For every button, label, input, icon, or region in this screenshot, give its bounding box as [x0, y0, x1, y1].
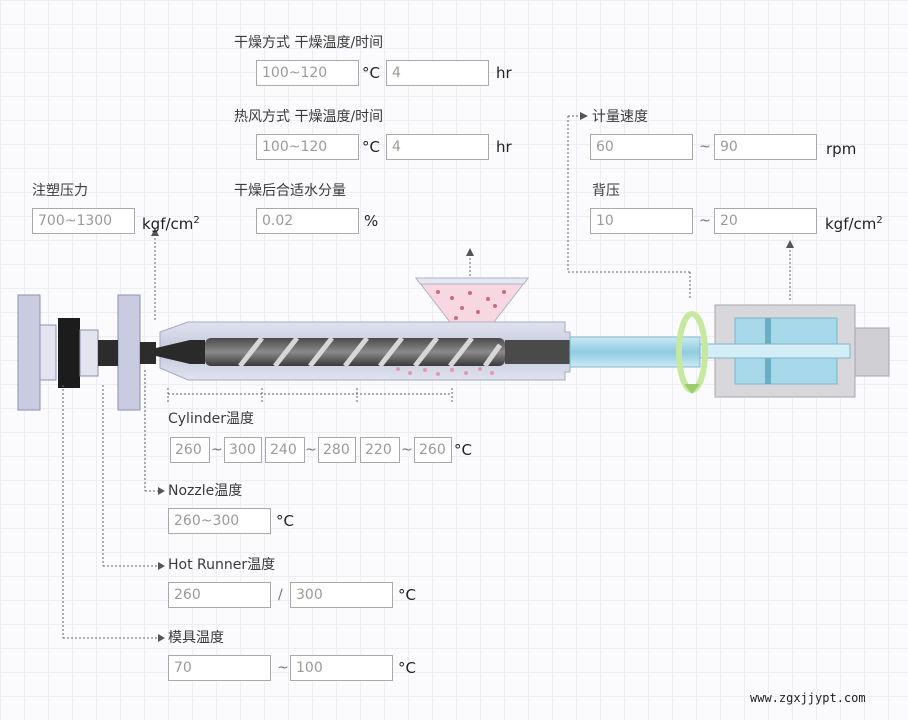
injection-pressure-label: 注塑压力 [32, 183, 88, 199]
cylinder-zone3-max: 260 [414, 437, 452, 463]
drying-temp-unit: °C [362, 64, 380, 82]
back-pressure-label: 背压 [592, 183, 620, 199]
cylinder-zone1-separator: ~ [211, 442, 223, 458]
nozzle-field: 260~300 [168, 508, 271, 534]
hot-runner-label: Hot Runner温度 [168, 557, 276, 573]
leader-lines [62, 115, 791, 639]
drying-time-unit: hr [496, 64, 512, 82]
leader-arrowheads [151, 112, 794, 642]
hopper [414, 277, 530, 323]
cylinder-zone2-min: 240 [265, 437, 305, 463]
drying-temp-field: 100~120 [256, 60, 359, 86]
cylinder-zone1-max: 300 [224, 437, 262, 463]
metering-speed-min-field: 60 [590, 134, 693, 160]
mold-label: 模具温度 [168, 630, 224, 646]
cylinder-zone3-separator: ~ [401, 442, 413, 458]
injection-pressure-unit: kgf/cm2 [142, 215, 200, 233]
mold-unit: °C [398, 659, 416, 677]
mold-clamp [17, 294, 156, 411]
back-pressure-unit: kgf/cm2 [825, 215, 883, 233]
hot-runner-separator: / [278, 587, 283, 603]
cylinder-label: Cylinder温度 [168, 411, 254, 427]
cylinder-unit: °C [454, 441, 472, 459]
mold-separator: ~ [277, 660, 289, 676]
moisture-unit: % [364, 212, 379, 230]
barrel [156, 321, 571, 381]
mold-min-field: 70 [168, 655, 271, 681]
hot-air-time-field: 4 [386, 134, 489, 160]
hot-runner-unit: °C [398, 586, 416, 604]
cylinder-zone3-min: 220 [360, 437, 400, 463]
hot-runner-min-field: 260 [168, 582, 271, 608]
metering-speed-unit: rpm [826, 140, 857, 158]
metering-speed-max-field: 90 [714, 134, 817, 160]
hot-runner-max-field: 300 [290, 582, 393, 608]
moisture-label: 干燥后合适水分量 [234, 183, 346, 199]
cylinder-zone2-separator: ~ [305, 442, 317, 458]
drying-time-field: 4 [386, 60, 489, 86]
back-pressure-min-field: 10 [590, 208, 693, 234]
back-pressure-separator: ~ [699, 213, 711, 229]
hot-air-time-unit: hr [496, 138, 512, 156]
cylinder-zone2-max: 280 [318, 437, 356, 463]
back-pressure-max-field: 20 [714, 208, 817, 234]
metering-speed-label: 计量速度 [592, 109, 648, 125]
injection-pressure-field: 700~1300 [32, 208, 135, 234]
hot-air-label: 热风方式 干燥温度/时间 [234, 109, 384, 125]
nozzle-label: Nozzle温度 [168, 483, 243, 499]
nozzle-unit: °C [276, 512, 294, 530]
watermark: www.zgxjjypt.com [750, 691, 866, 705]
hot-air-temp-unit: °C [362, 138, 380, 156]
mold-max-field: 100 [290, 655, 393, 681]
cylinder-zone1-min: 260 [170, 437, 210, 463]
hydraulic-unit [569, 304, 890, 398]
hot-air-temp-field: 100~120 [256, 134, 359, 160]
metering-speed-separator: ~ [699, 139, 711, 155]
moisture-field: 0.02 [256, 208, 359, 234]
drying-label: 干燥方式 干燥温度/时间 [234, 35, 384, 51]
